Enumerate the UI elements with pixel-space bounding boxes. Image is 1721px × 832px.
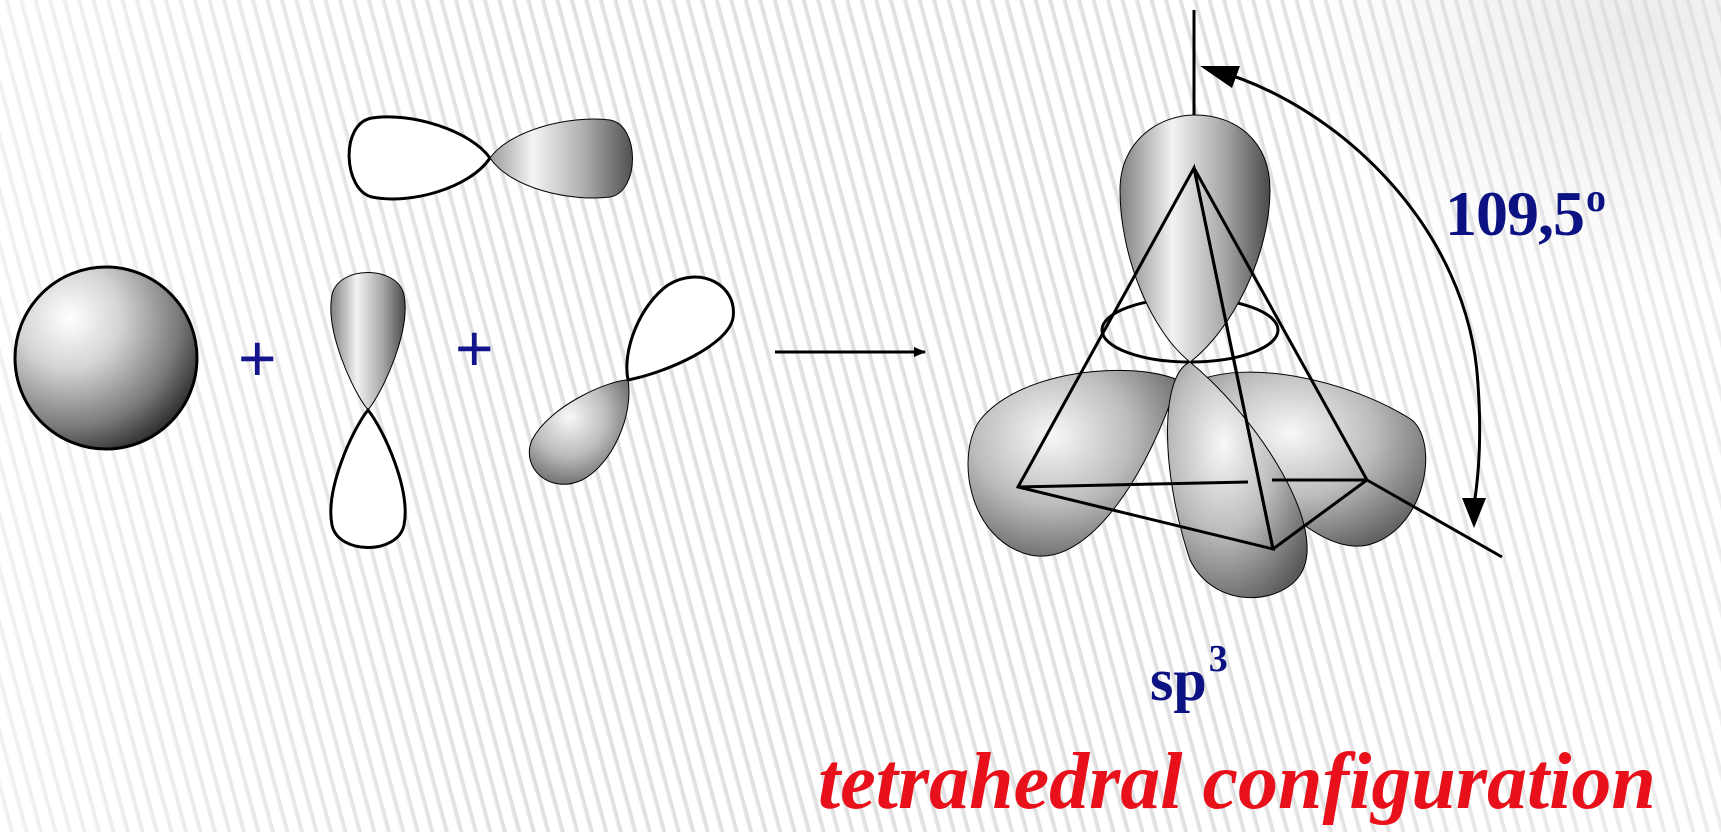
plus-sign-1: +: [238, 321, 277, 395]
p-orbital-y-icon: [329, 272, 407, 549]
angle-arrow-icon: [1200, 66, 1486, 528]
hybridization-base: sp: [1150, 647, 1207, 713]
caption: tetrahedral configuration: [818, 738, 1656, 826]
p-orbital-z-icon: [528, 275, 735, 485]
hybridization-label: sp3: [1150, 640, 1228, 713]
angle-value: 109,5: [1445, 178, 1585, 249]
s-orbital-icon: [13, 265, 199, 451]
p-orbital-x-icon: [347, 115, 633, 201]
tetrahedral-sp3-orbital-icon: [967, 10, 1503, 599]
plus-sign-2: +: [455, 311, 494, 385]
angle-degree-mark: o: [1586, 175, 1606, 220]
hybridization-exponent: 3: [1208, 638, 1228, 680]
bond-angle-label: 109,5o: [1445, 178, 1606, 246]
